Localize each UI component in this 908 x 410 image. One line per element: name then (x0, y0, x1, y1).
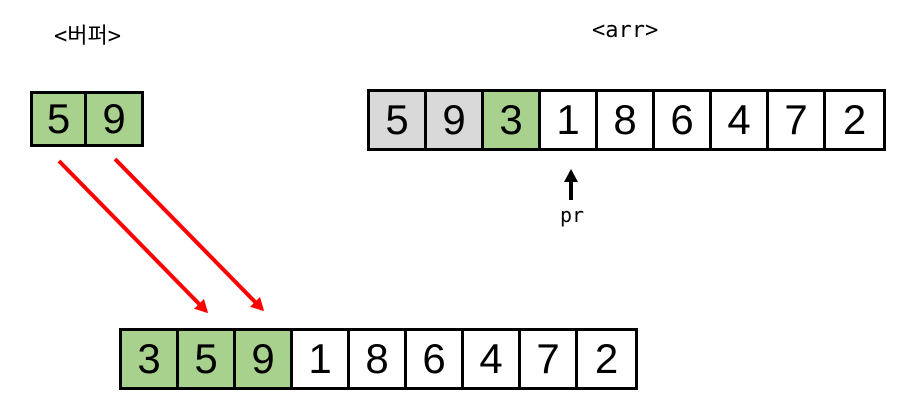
arr-label: <arr> (592, 18, 659, 43)
arr-cell: 4 (712, 92, 769, 148)
merged-array: 3 5 9 1 8 6 4 7 2 (119, 328, 638, 390)
arr-cell: 8 (598, 92, 655, 148)
buffer-array: 5 9 (30, 91, 144, 147)
merged-cell: 2 (578, 331, 635, 387)
arr-cell: 7 (769, 92, 826, 148)
merged-cell: 6 (407, 331, 464, 387)
merged-cell: 3 (122, 331, 179, 387)
merged-cell: 7 (521, 331, 578, 387)
buffer-cell: 5 (33, 94, 87, 144)
arr-cell: 2 (826, 92, 883, 148)
buffer-label: <버퍼> (54, 24, 121, 49)
arr-cell: 9 (427, 92, 484, 148)
buffer-cell: 9 (87, 94, 141, 144)
pointer-label: pr (559, 203, 585, 227)
merged-cell: 1 (293, 331, 350, 387)
arr-cell: 1 (541, 92, 598, 148)
buffer-to-merged-arrow-icon (57, 159, 209, 314)
merged-cell: 4 (464, 331, 521, 387)
arr-cell: 6 (655, 92, 712, 148)
buffer-to-merged-arrow-icon (113, 157, 265, 312)
arr-cell: 5 (370, 92, 427, 148)
merged-cell: 9 (236, 331, 293, 387)
merged-cell: 5 (179, 331, 236, 387)
arr-array: 5 9 3 1 8 6 4 7 2 (367, 89, 886, 151)
merged-cell: 8 (350, 331, 407, 387)
arr-cell: 3 (484, 92, 541, 148)
